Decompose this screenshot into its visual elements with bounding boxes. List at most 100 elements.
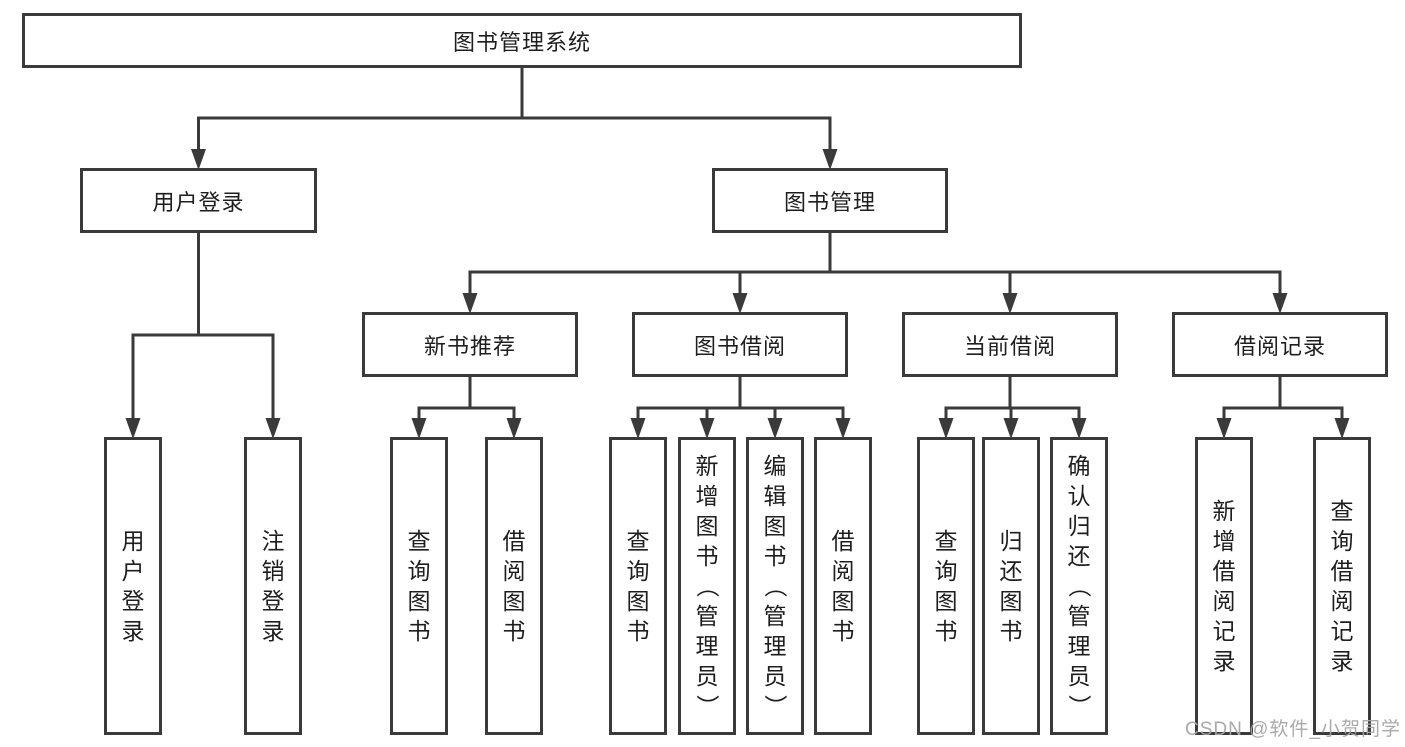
node-leaf-confirm-return-admin: 确认归还（管理员） xyxy=(1050,437,1108,735)
node-label-char: 图 xyxy=(695,513,719,539)
node-label-char: 录 xyxy=(261,618,285,644)
node-label-char: 图 xyxy=(407,588,431,614)
node-label-char: 归 xyxy=(1067,513,1091,539)
node-label-char: 编 xyxy=(763,453,787,479)
node-label-char: 询 xyxy=(626,558,650,584)
arrowhead-down-icon xyxy=(1002,293,1018,314)
node-label-char: 图 xyxy=(626,588,650,614)
node-leaf-query-books-1: 查询图书 xyxy=(390,437,448,735)
node-label-char: 图 xyxy=(999,588,1023,614)
node-label-char: 登 xyxy=(121,588,145,614)
watermark: CSDN @软件_小贺同学 xyxy=(1185,719,1401,740)
arrowhead-down-icon xyxy=(411,418,427,439)
node-label: 查询图书 xyxy=(393,440,445,732)
node-label-char: 记 xyxy=(1212,618,1236,644)
node-label: 查询图书 xyxy=(612,440,664,732)
arrowhead-down-icon xyxy=(822,149,838,170)
node-label-char: 录 xyxy=(1212,648,1236,674)
arrowhead-down-icon xyxy=(265,418,281,439)
node-label-char: 新 xyxy=(1212,498,1236,524)
node-label-char: 书 xyxy=(934,618,958,644)
node-label-char: 图 xyxy=(831,588,855,614)
node-leaf-edit-books-admin: 编辑图书（管理员） xyxy=(746,437,804,735)
node-label: 新增图书（管理员） xyxy=(681,440,733,732)
node-label-char: 还 xyxy=(1067,543,1091,569)
node-leaf-return-books: 归还图书 xyxy=(982,437,1040,735)
node-label-char: 认 xyxy=(1067,483,1091,509)
node-label-char: 员 xyxy=(763,663,787,689)
node-label-char: 书 xyxy=(999,618,1023,644)
node-label-char: ） xyxy=(762,694,788,718)
node-leaf-logout: 注销登录 xyxy=(244,437,302,735)
node-label-char: 阅 xyxy=(1212,588,1236,614)
arrowhead-down-icon xyxy=(1003,418,1019,439)
node-label-char: 询 xyxy=(934,558,958,584)
node-label-char: 管 xyxy=(763,603,787,629)
node-label: 注销登录 xyxy=(247,440,299,732)
node-label-char: 录 xyxy=(1330,648,1354,674)
arrowhead-down-icon xyxy=(506,418,522,439)
node-leaf-add-borrow-record: 新增借阅记录 xyxy=(1195,437,1253,735)
node-label-char: 确 xyxy=(1067,453,1091,479)
node-leaf-query-books-3: 查询图书 xyxy=(917,437,975,735)
node-label: 新书推荐 xyxy=(423,333,516,359)
node-label: 查询借阅记录 xyxy=(1316,440,1368,732)
node-label-char: 书 xyxy=(626,618,650,644)
node-label-char: 查 xyxy=(1330,498,1354,524)
node-label: 当前借阅 xyxy=(963,333,1056,359)
arrowhead-down-icon xyxy=(1216,418,1232,439)
node-label-char: 登 xyxy=(261,588,285,614)
arrowhead-down-icon xyxy=(1071,418,1087,439)
node-user-login: 用户登录 xyxy=(80,168,317,233)
node-label: 借阅记录 xyxy=(1233,333,1326,359)
node-label-char: 书 xyxy=(763,543,787,569)
node-leaf-query-borrow-record: 查询借阅记录 xyxy=(1313,437,1371,735)
node-label-char: （ xyxy=(1066,574,1092,598)
node-label-char: 户 xyxy=(121,558,145,584)
node-label-char: 借 xyxy=(502,528,526,554)
node-leaf-add-books-admin: 新增图书（管理员） xyxy=(678,437,736,735)
node-label-char: 员 xyxy=(695,663,719,689)
node-label-char: 用 xyxy=(121,528,145,554)
node-label: 用户登录 xyxy=(107,440,159,732)
node-label-char: 查 xyxy=(626,528,650,554)
node-current-borrowing: 当前借阅 xyxy=(902,312,1118,377)
node-label-char: 销 xyxy=(261,558,285,584)
node-label-char: 图 xyxy=(934,588,958,614)
arrowhead-down-icon xyxy=(1334,418,1350,439)
arrowhead-down-icon xyxy=(462,293,478,314)
node-label-char: 记 xyxy=(1330,618,1354,644)
node-label-char: （ xyxy=(694,574,720,598)
arrowhead-down-icon xyxy=(835,418,851,439)
node-label: 新增借阅记录 xyxy=(1198,440,1250,732)
node-label-char: 还 xyxy=(999,558,1023,584)
arrowhead-down-icon xyxy=(630,418,646,439)
node-leaf-query-books-2: 查询图书 xyxy=(609,437,667,735)
node-label-char: 管 xyxy=(1067,603,1091,629)
node-label: 借阅图书 xyxy=(817,440,869,732)
node-label: 确认归还（管理员） xyxy=(1053,440,1105,732)
arrowhead-down-icon xyxy=(699,418,715,439)
node-label-char: 管 xyxy=(695,603,719,629)
node-label-char: ） xyxy=(1066,694,1092,718)
node-label: 图书管理系统 xyxy=(452,29,591,55)
node-label-char: 图 xyxy=(502,588,526,614)
node-book-management: 图书管理 xyxy=(712,168,948,233)
node-label-char: 新 xyxy=(695,453,719,479)
node-label-char: 借 xyxy=(1212,558,1236,584)
node-label: 借阅图书 xyxy=(488,440,540,732)
node-label-char: 录 xyxy=(121,618,145,644)
node-label-char: 注 xyxy=(261,528,285,554)
node-label-char: 书 xyxy=(695,543,719,569)
node-label-char: 归 xyxy=(999,528,1023,554)
arrowhead-down-icon xyxy=(767,418,783,439)
node-label-char: 阅 xyxy=(831,558,855,584)
arrowhead-down-icon xyxy=(125,418,141,439)
node-label-char: ） xyxy=(694,694,720,718)
node-label-char: 借 xyxy=(1330,558,1354,584)
node-label-char: 理 xyxy=(695,633,719,659)
node-label-char: 理 xyxy=(763,633,787,659)
node-label-char: （ xyxy=(762,574,788,598)
